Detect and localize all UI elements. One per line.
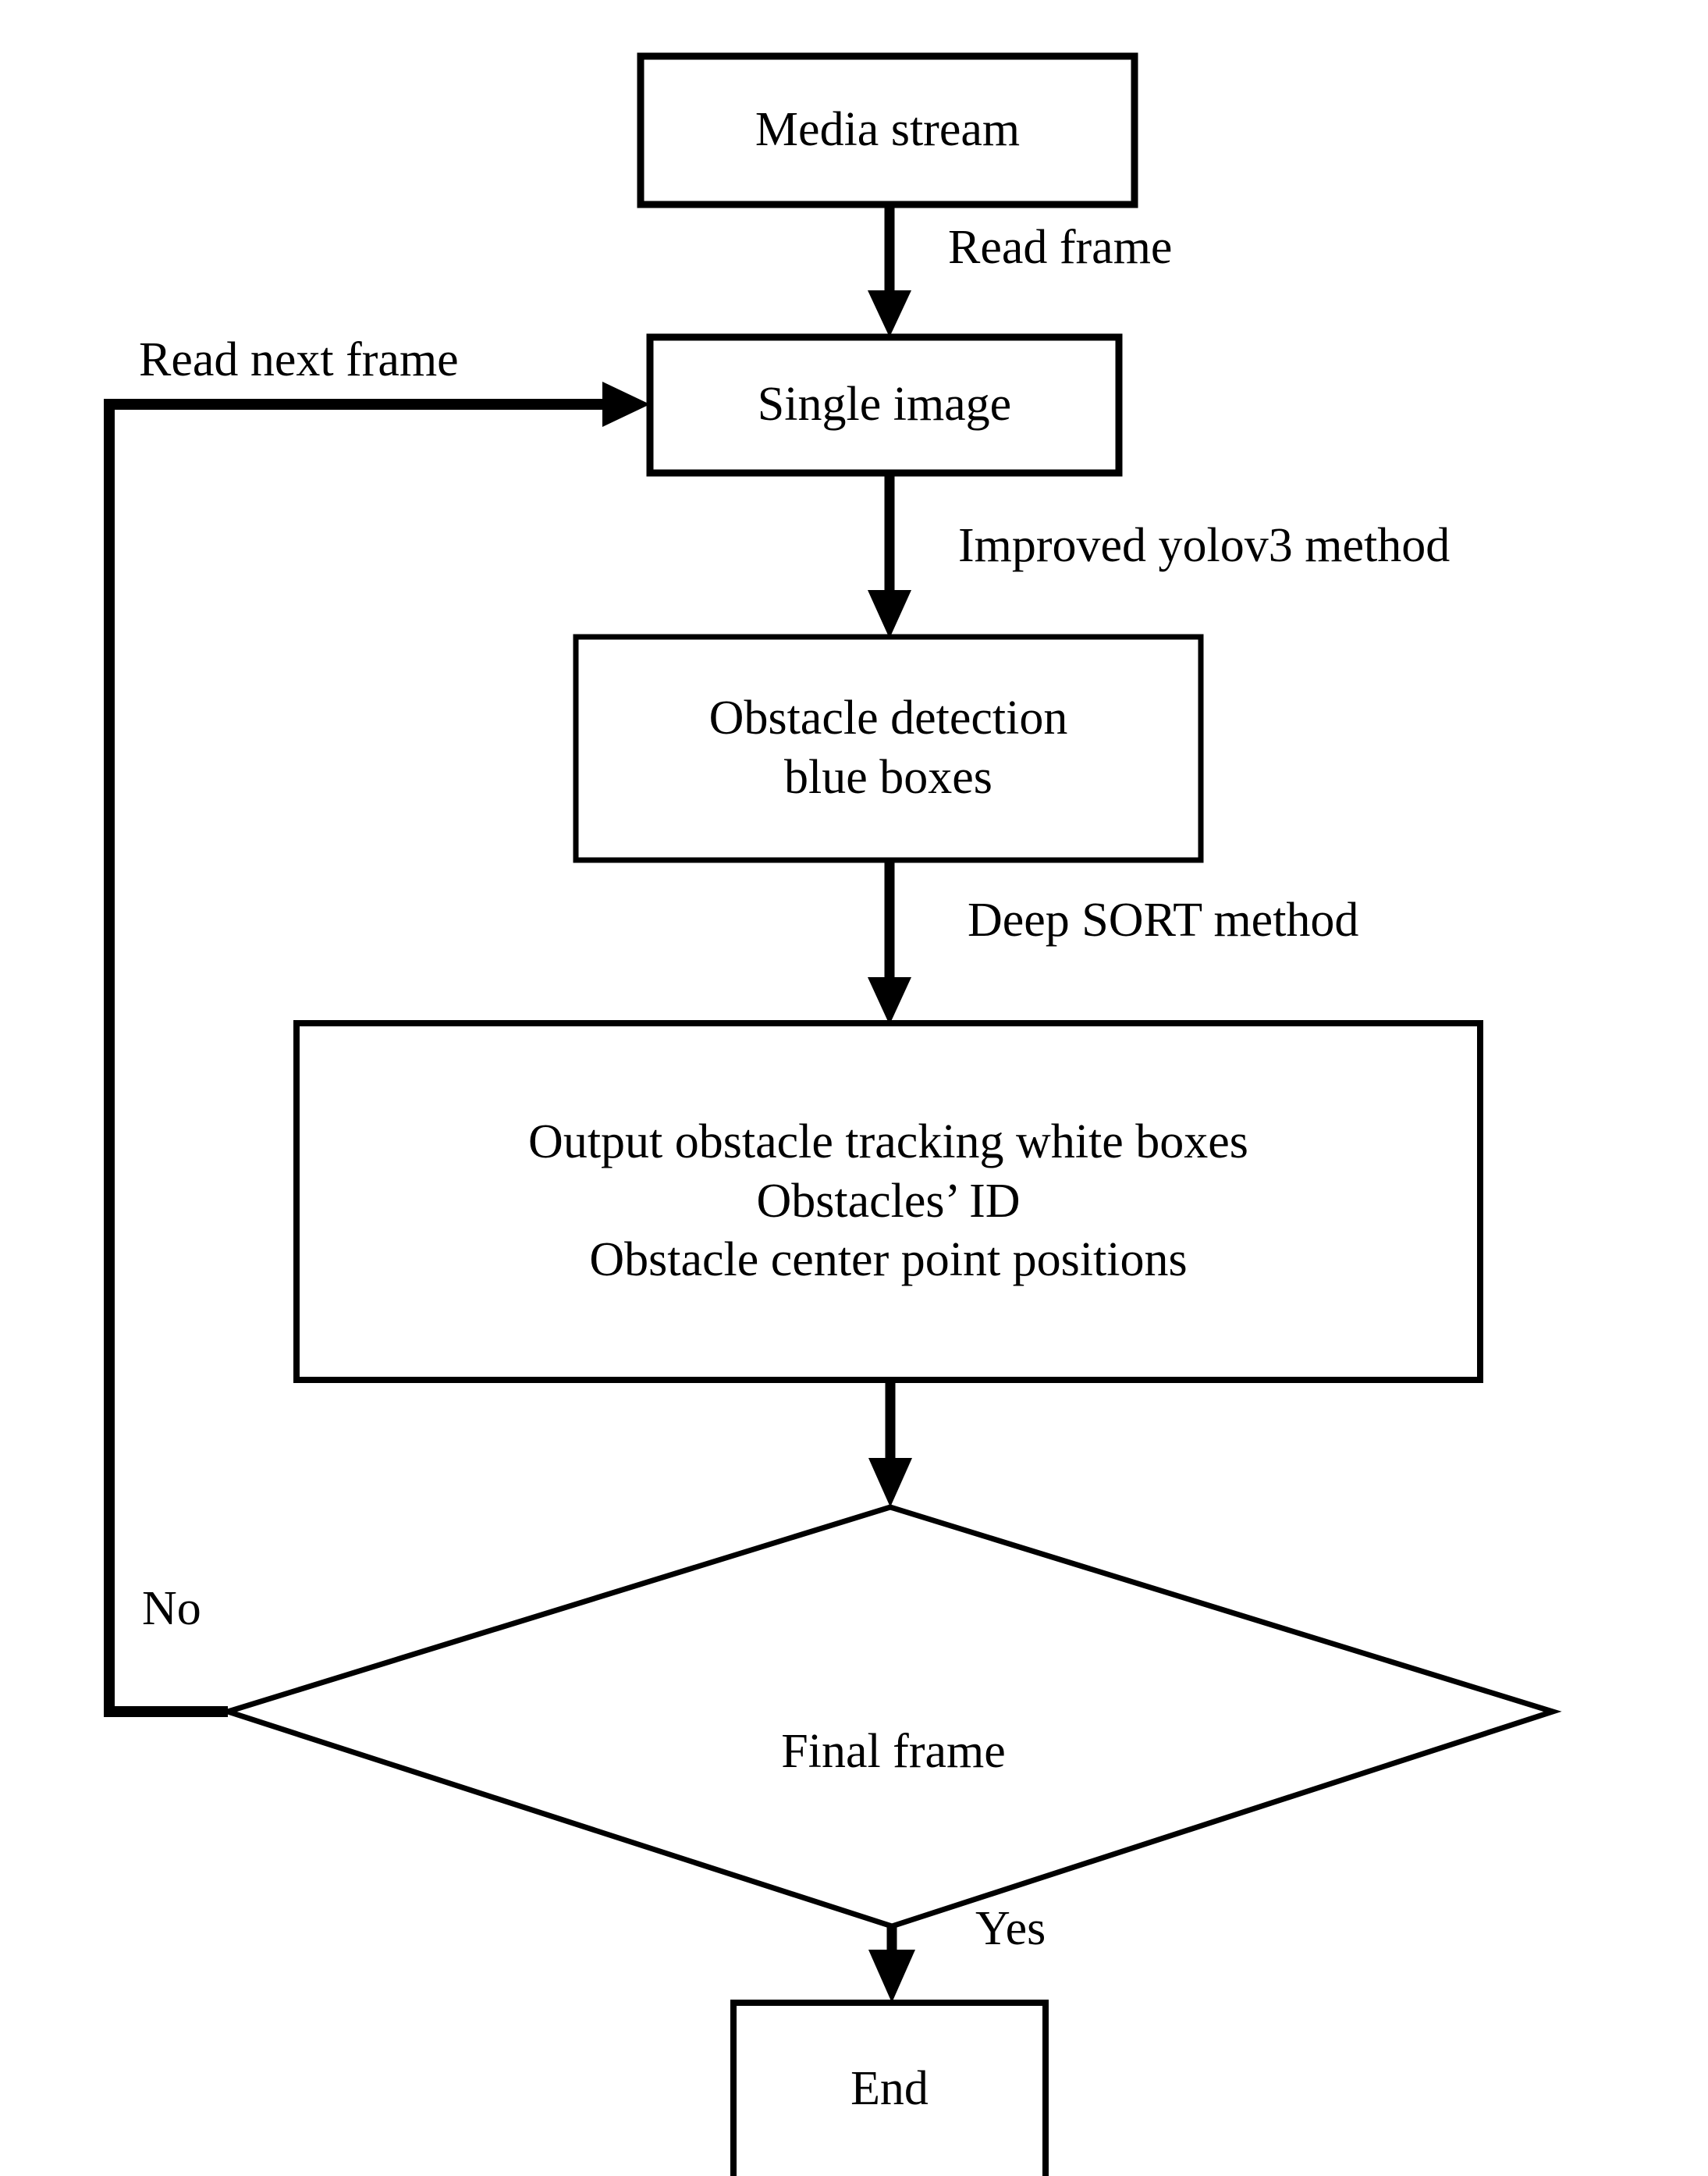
edge-label-yes: Yes (975, 1902, 1046, 1955)
edge-output-to-decision-arrowhead (868, 1458, 912, 1507)
edge-single-to-detection-arrowhead (868, 590, 911, 638)
edge-detection-to-output-arrowhead (868, 977, 911, 1025)
edge-decision-no-loop (104, 399, 616, 1717)
node-obstacle-detection-shape[interactable] (573, 634, 1204, 863)
node-output-tracking-shape[interactable] (293, 1020, 1483, 1383)
edge-decision-no-loop-arrowhead (602, 382, 650, 427)
node-media-stream-shape[interactable] (637, 52, 1138, 208)
edge-media-to-single-arrowhead (868, 290, 911, 337)
edge-label-deep-sort-method: Deep SORT method (968, 894, 1359, 947)
edge-label-no: No (142, 1582, 201, 1635)
node-final-frame-shape[interactable] (218, 1504, 1562, 1929)
node-single-image-shape[interactable] (646, 333, 1123, 477)
edge-label-read-frame: Read frame (948, 221, 1173, 274)
node-end-shape[interactable] (730, 2000, 1049, 2176)
edge-label-improved-yolov3-method: Improved yolov3 method (958, 519, 1451, 572)
edge-label-read-next-frame: Read next frame (139, 333, 459, 386)
edge-decision-yes-to-end-arrowhead (868, 1950, 915, 2003)
